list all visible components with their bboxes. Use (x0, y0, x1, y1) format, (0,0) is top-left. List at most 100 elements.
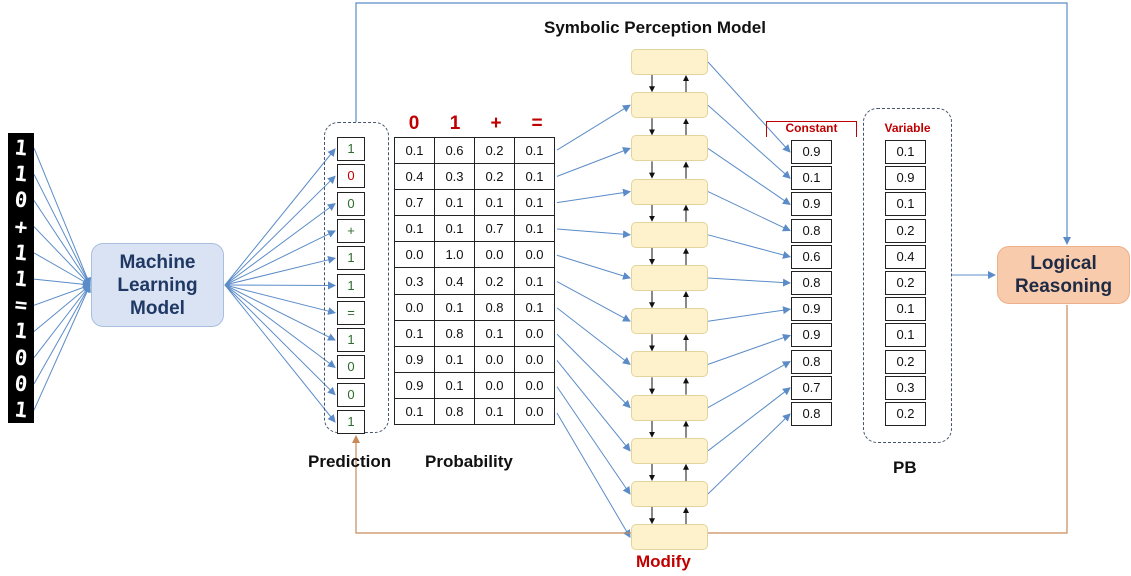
perception-to-constant-arrow (707, 277, 791, 287)
probability-header: + (490, 113, 502, 134)
variable-cell: 0.2 (885, 402, 926, 426)
probability-cell: 0.8 (434, 397, 475, 426)
ml-to-prediction-arrow (224, 203, 336, 286)
probability-cell: 0.2 (474, 267, 515, 295)
probability-cell: 0.4 (434, 267, 475, 295)
variable-cell: 0.9 (885, 166, 926, 191)
probability-cell: 0.1 (474, 189, 515, 217)
input-digit: + (13, 214, 29, 240)
probability-cell: 0.0 (394, 293, 435, 321)
input-digit: 0 (13, 371, 29, 397)
probability-cell: 0.1 (394, 215, 435, 243)
probability-cell: 0.1 (474, 319, 515, 347)
probability-cell: 0.1 (434, 371, 475, 399)
probability-cell: 0.1 (514, 215, 555, 243)
pb-group-border (863, 108, 952, 443)
probability-cell: 1.0 (434, 241, 475, 269)
input-arrow (33, 284, 91, 385)
probability-cell: 0.1 (514, 267, 555, 295)
perception-cell (631, 178, 708, 205)
prediction-cell: 1 (337, 246, 365, 271)
input-image-strip (8, 133, 34, 423)
probability-cell: 0.0 (514, 319, 555, 347)
probability-cell: 0.8 (434, 319, 475, 347)
machine-learning-model-box: Machine Learning Model (91, 243, 224, 327)
perception-to-constant-arrow (707, 333, 791, 365)
ml-to-prediction-arrow (224, 255, 336, 286)
constant-cell: 0.6 (791, 244, 832, 269)
variable-cell: 0.1 (885, 192, 926, 217)
probability-to-perception-arrow (556, 104, 631, 151)
modify-label: Modify (636, 552, 691, 571)
input-digit: 1 (13, 318, 29, 345)
probability-cell: 0.1 (514, 189, 555, 217)
input-digit: 0 (13, 345, 29, 371)
variable-cell: 0.1 (885, 140, 926, 164)
input-digit: 1 (13, 266, 29, 292)
prediction-cell: 1 (337, 328, 365, 353)
probability-header: = (531, 113, 543, 134)
prediction-cell: 0 (337, 191, 365, 216)
prediction-cell: 1 (337, 273, 365, 298)
probability-label: Probability (425, 452, 513, 471)
probability-cell: 0.1 (434, 215, 475, 243)
perception-to-constant-arrow (707, 191, 791, 232)
probability-to-perception-arrow (556, 147, 631, 177)
logical-reasoning-box: Logical Reasoning (997, 246, 1130, 304)
input-digit: 1 (13, 161, 29, 187)
variable-cell: 0.3 (885, 375, 926, 400)
probability-to-perception-arrow (556, 254, 631, 280)
probability-to-perception-arrow (556, 360, 631, 452)
variable-label: Variable (884, 121, 931, 135)
prediction-cell: 0 (337, 355, 365, 380)
perception-to-constant-arrow (707, 413, 791, 495)
probability-cell: 0.1 (514, 136, 555, 165)
ml-to-prediction-arrow (224, 284, 336, 423)
perception-cell (631, 135, 708, 162)
probability-cell: 0.1 (474, 397, 515, 426)
constant-cell: 0.9 (791, 140, 832, 164)
probability-cell: 0.1 (394, 397, 435, 426)
constant-cell: 0.8 (791, 349, 832, 374)
input-digit: 1 (13, 397, 29, 423)
probability-cell: 0.1 (434, 189, 475, 217)
prediction-label: Prediction (308, 452, 392, 471)
input-arrow (33, 174, 91, 286)
probability-cell: 0.0 (474, 371, 515, 399)
probability-cell: 0.6 (434, 136, 475, 165)
prediction-to-reasoning-arrow (355, 2, 1071, 245)
prediction-cell: = (337, 300, 365, 325)
perception-cell (631, 92, 708, 119)
perception-cell (631, 308, 708, 335)
probability-cell: 0.0 (514, 345, 555, 373)
probability-to-perception-arrow (556, 228, 631, 239)
probability-header: 1 (449, 113, 461, 134)
perception-to-constant-arrow (707, 387, 791, 452)
symbolic-perception-model-title: Symbolic Perception Model (544, 18, 766, 37)
perception-to-constant-arrow (707, 361, 791, 409)
input-arrow (33, 200, 91, 286)
input-arrow (33, 283, 91, 306)
input-arrow (33, 278, 91, 289)
prediction-cell: + (337, 218, 365, 243)
probability-cell: 0.0 (394, 241, 435, 269)
probability-cell: 0.8 (474, 293, 515, 321)
variable-cell: 0.4 (885, 244, 926, 269)
perception-to-constant-arrow (707, 104, 791, 179)
input-digit: = (13, 292, 29, 318)
ml-to-prediction-arrow (224, 230, 336, 286)
variable-cell: 0.1 (885, 297, 926, 322)
constant-cell: 0.8 (791, 271, 832, 295)
probability-cell: 0.0 (514, 397, 555, 426)
perception-to-constant-arrow (707, 234, 791, 259)
probability-cell: 0.0 (514, 241, 555, 269)
